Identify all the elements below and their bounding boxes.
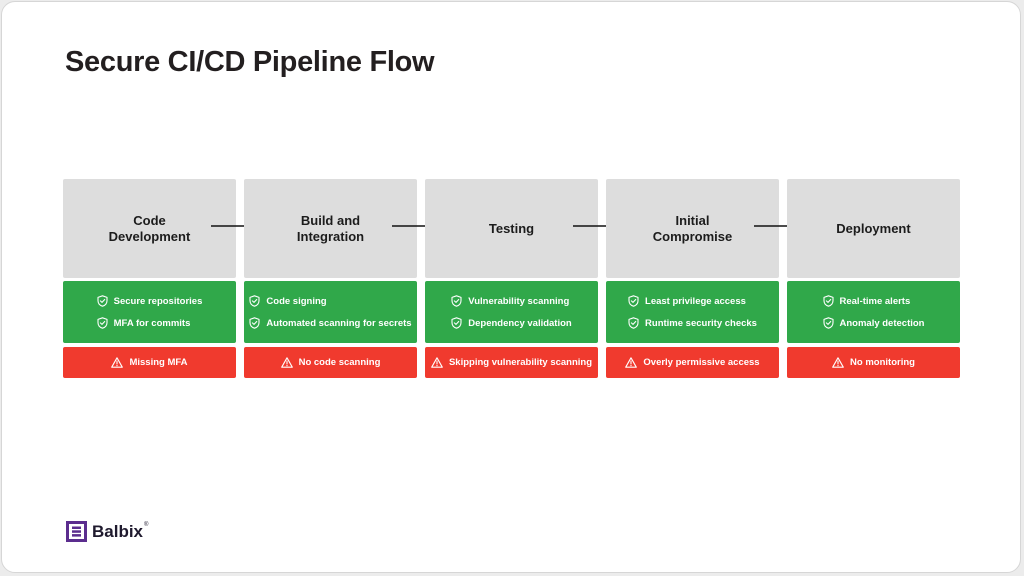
brand-name: Balbix [92, 521, 144, 541]
risk-label: Missing MFA [129, 357, 188, 368]
brand-registered-mark: ® [144, 521, 149, 528]
security-control-item: Vulnerability scanning [451, 295, 571, 307]
stage-box: Testing [425, 179, 598, 278]
risk-box: No code scanning [244, 347, 417, 378]
warning-icon [431, 357, 443, 368]
stage-box: Initial Compromise [606, 179, 779, 278]
balbix-logo-icon [66, 521, 87, 542]
shield-check-icon [97, 295, 108, 307]
page-title: Secure CI/CD Pipeline Flow [65, 46, 435, 78]
risk-label: No code scanning [298, 357, 381, 368]
shield-check-icon [822, 317, 834, 329]
warning-icon [280, 357, 293, 368]
warning-icon [625, 357, 638, 368]
security-control-item: Runtime security checks [628, 317, 757, 329]
shield-check-icon [451, 317, 462, 329]
security-control-label: Dependency validation [468, 317, 572, 329]
shield-check-icon [451, 295, 462, 307]
security-control-label: Runtime security checks [645, 317, 757, 329]
risk-box: Skipping vulnerability scanning [425, 347, 598, 378]
stage-box: Deployment [787, 179, 960, 278]
stage-box: Build and Integration [244, 179, 417, 278]
risk-box: No monitoring [787, 347, 960, 378]
risk-box: Overly permissive access [606, 347, 779, 378]
security-control-item: Secure repositories [97, 295, 203, 307]
risk-label: No monitoring [850, 357, 915, 368]
security-control-label: MFA for commits [113, 317, 191, 329]
security-control-label: Code signing [266, 295, 327, 307]
stage-box: Code Development [63, 179, 236, 278]
brand-logo: Balbix ® [66, 521, 152, 542]
warning-icon [832, 357, 844, 368]
security-control-label: Real-time alerts [839, 295, 911, 307]
security-control-item: Code signing [249, 295, 411, 307]
security-control-item: Real-time alerts [822, 295, 925, 307]
security-control-item: MFA for commits [97, 317, 203, 329]
risk-label: Overly permissive access [643, 357, 760, 368]
security-control-label: Least privilege access [645, 295, 746, 307]
risk-label: Skipping vulnerability scanning [448, 357, 593, 368]
shield-check-icon [628, 295, 639, 307]
security-control-label: Automated scanning for secrets [266, 317, 412, 329]
security-control-item: Dependency validation [451, 317, 572, 329]
security-control-label: Anomaly detection [839, 317, 925, 329]
security-control-item: Least privilege access [628, 295, 757, 307]
shield-check-icon [628, 317, 639, 329]
risk-box: Missing MFA [63, 347, 236, 378]
shield-check-icon [249, 317, 260, 329]
security-control-label: Secure repositories [113, 295, 203, 307]
warning-icon [111, 357, 124, 368]
shield-check-icon [822, 295, 834, 307]
security-control-item: Automated scanning for secrets [249, 317, 412, 329]
security-control-label: Vulnerability scanning [468, 295, 570, 307]
shield-check-icon [97, 317, 108, 329]
security-control-item: Anomaly detection [822, 317, 925, 329]
shield-check-icon [249, 295, 260, 307]
